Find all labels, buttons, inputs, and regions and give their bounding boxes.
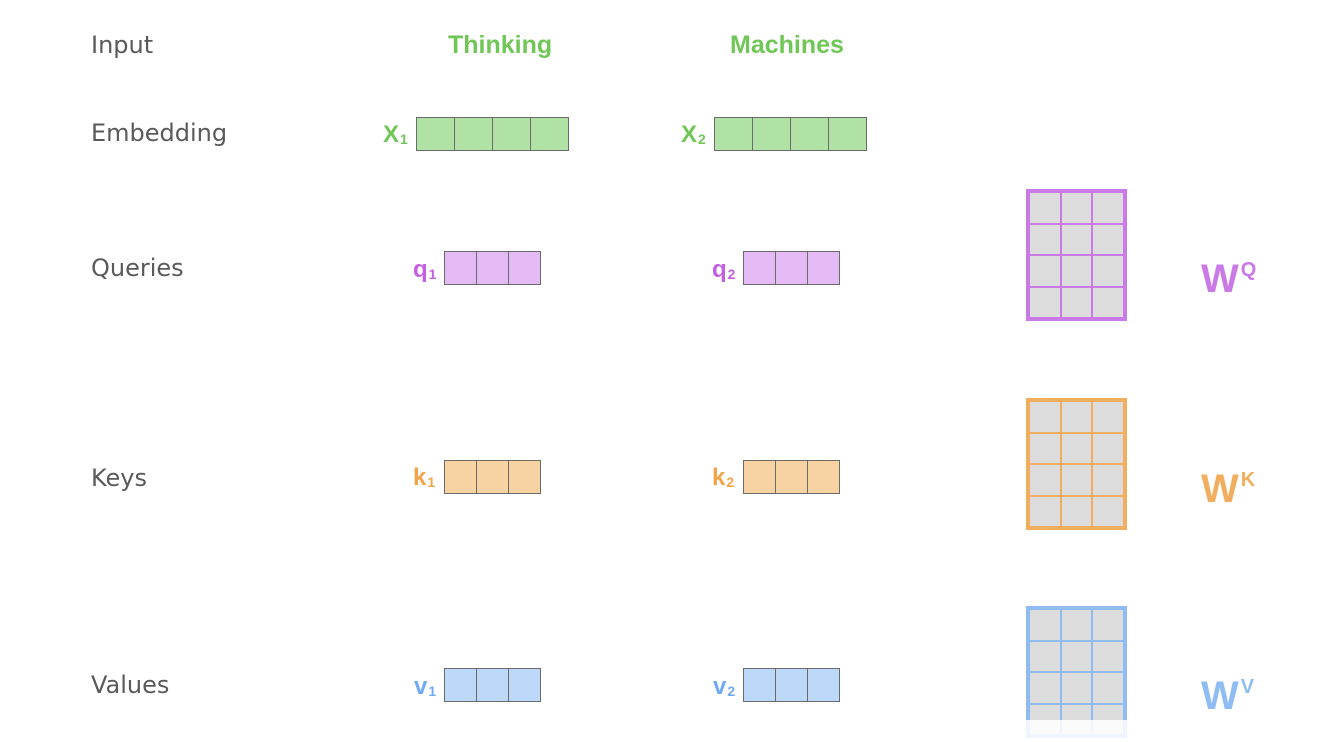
vector-cell (807, 251, 840, 285)
vector-cell (508, 251, 541, 285)
matrix-cell (1092, 432, 1124, 464)
matrix-cell (1060, 192, 1093, 224)
matrix-cell (1060, 286, 1093, 318)
vector-q2 (743, 251, 840, 285)
matrix-wq (1026, 189, 1127, 321)
vector-cell (743, 251, 776, 285)
matrix-wv (1026, 606, 1127, 738)
matrix-cell (1092, 609, 1124, 641)
vector-k1 (444, 460, 541, 494)
vector-x2 (714, 117, 867, 151)
matrix-cell (1092, 401, 1124, 433)
matrix-cell (1092, 223, 1124, 255)
vector-cell (775, 251, 808, 285)
vector-cell (444, 460, 477, 494)
matrix-cell (1060, 401, 1093, 433)
matrix-cell (1092, 286, 1124, 318)
symbol-q1: q1 (413, 256, 437, 283)
vector-cell (444, 668, 477, 702)
matrix-cell (1092, 255, 1124, 287)
vector-cell (743, 460, 776, 494)
row-label-input: Input (91, 31, 154, 59)
vector-cell (492, 117, 531, 151)
vector-cell (530, 117, 569, 151)
matrix-cell (1092, 192, 1124, 224)
matrix-cell (1060, 640, 1093, 672)
symbol-k2: k2 (712, 464, 735, 491)
matrix-cell (1060, 609, 1093, 641)
row-label-queries: Queries (91, 254, 184, 282)
matrix-cell (1029, 192, 1061, 224)
matrix-cell (1060, 223, 1093, 255)
vector-cell (752, 117, 791, 151)
vector-cell (714, 117, 753, 151)
vector-cell (476, 460, 509, 494)
matrix-cell (1029, 672, 1061, 704)
matrix-cell (1029, 609, 1061, 641)
matrix-cell (1029, 223, 1061, 255)
matrix-cell (1029, 401, 1061, 433)
input-word-thinking: Thinking (448, 31, 553, 59)
symbol-q2: q2 (712, 256, 736, 283)
vector-k2 (743, 460, 840, 494)
bottom-fade (0, 720, 1342, 742)
matrix-cell (1092, 495, 1124, 527)
matrix-cell (1092, 640, 1124, 672)
row-label-embedding: Embedding (91, 119, 228, 147)
vector-cell (828, 117, 867, 151)
vector-x1 (416, 117, 569, 151)
matrix-wk (1026, 398, 1127, 530)
matrix-cell (1029, 255, 1061, 287)
row-label-values: Values (91, 671, 170, 699)
symbol-k1: k1 (413, 464, 436, 491)
matrix-cell (1060, 464, 1093, 496)
vector-cell (743, 668, 776, 702)
vector-q1 (444, 251, 541, 285)
vector-cell (790, 117, 829, 151)
vector-cell (476, 668, 509, 702)
matrix-cell (1060, 255, 1093, 287)
matrix-cell (1029, 640, 1061, 672)
matrix-cell (1092, 672, 1124, 704)
matrix-cell (1092, 464, 1124, 496)
vector-cell (508, 668, 541, 702)
symbol-x1: X1 (383, 121, 408, 148)
symbol-v2: v2 (713, 673, 736, 700)
row-label-keys: Keys (91, 464, 148, 492)
matrix-cell (1029, 286, 1061, 318)
vector-cell (454, 117, 493, 151)
vector-v1 (444, 668, 541, 702)
vector-cell (416, 117, 455, 151)
vector-cell (775, 460, 808, 494)
symbol-x2: X2 (681, 121, 706, 148)
vector-v2 (743, 668, 840, 702)
matrix-cell (1060, 432, 1093, 464)
matrix-cell (1029, 464, 1061, 496)
vector-cell (807, 668, 840, 702)
vector-cell (508, 460, 541, 494)
vector-cell (476, 251, 509, 285)
input-word-machines: Machines (730, 31, 844, 59)
matrix-cell (1029, 495, 1061, 527)
symbol-v1: v1 (414, 673, 437, 700)
matrix-cell (1060, 495, 1093, 527)
matrix-cell (1029, 432, 1061, 464)
vector-cell (444, 251, 477, 285)
vector-cell (775, 668, 808, 702)
vector-cell (807, 460, 840, 494)
matrix-cell (1060, 672, 1093, 704)
